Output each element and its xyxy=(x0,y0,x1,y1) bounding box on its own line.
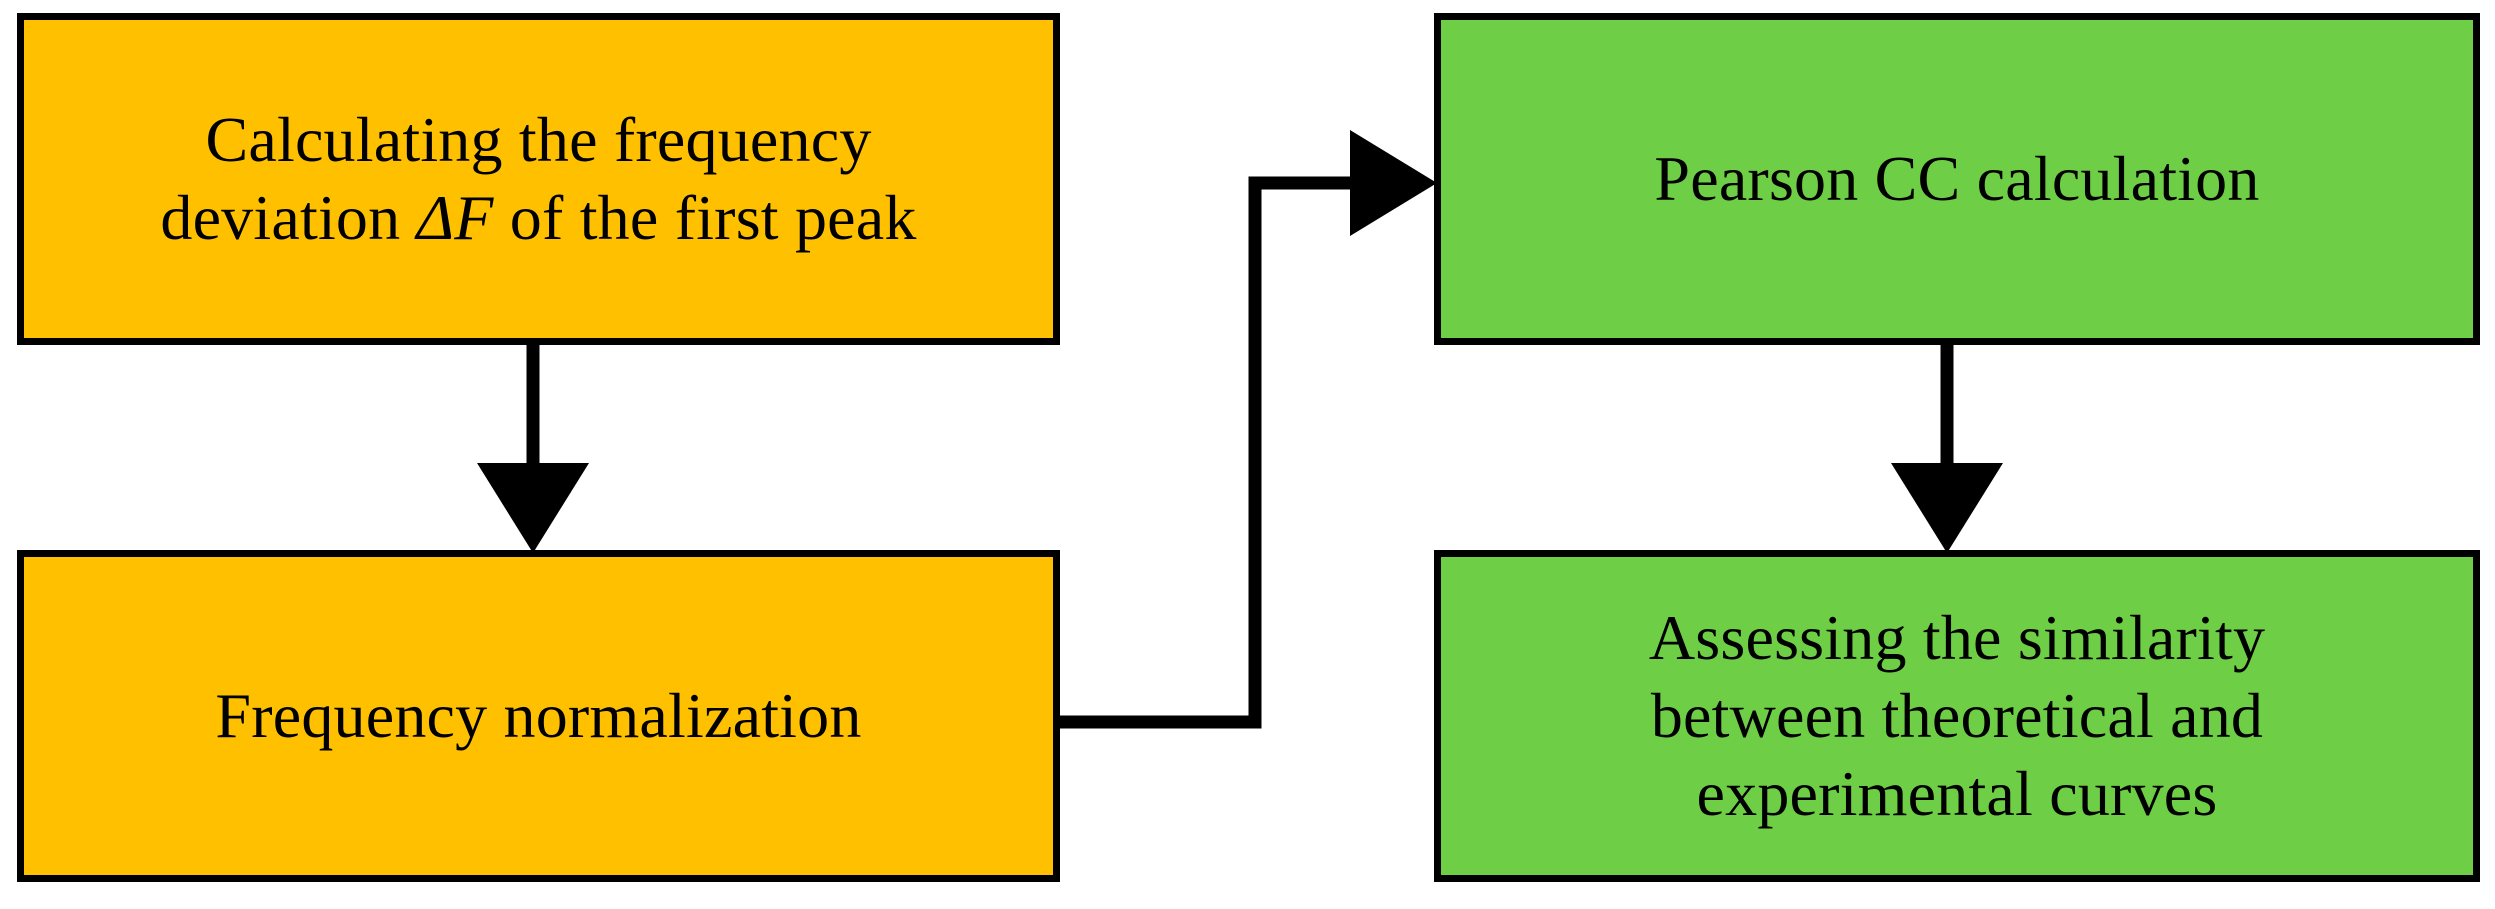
edge-pearson-to-assessing xyxy=(1891,345,2003,553)
node-frequency-normalization[interactable]: Frequency normalization xyxy=(17,550,1060,882)
edge-calc-to-normalization xyxy=(477,345,589,553)
edge-normalization-to-pearson-line xyxy=(1050,176,1360,729)
delta-f-symbol: ΔF xyxy=(416,182,494,253)
arrowhead-down-right xyxy=(1891,463,2003,553)
node-pearson-label: Pearson CC calculation xyxy=(1654,142,2260,214)
arrowhead-down-left xyxy=(477,463,589,553)
arrowhead-right xyxy=(1350,130,1437,236)
node-normalization-label: Frequency normalization xyxy=(215,679,862,751)
edge-normalization-to-pearson xyxy=(1050,130,1437,729)
node-pearson-cc-calculation[interactable]: Pearson CC calculation xyxy=(1434,13,2480,345)
